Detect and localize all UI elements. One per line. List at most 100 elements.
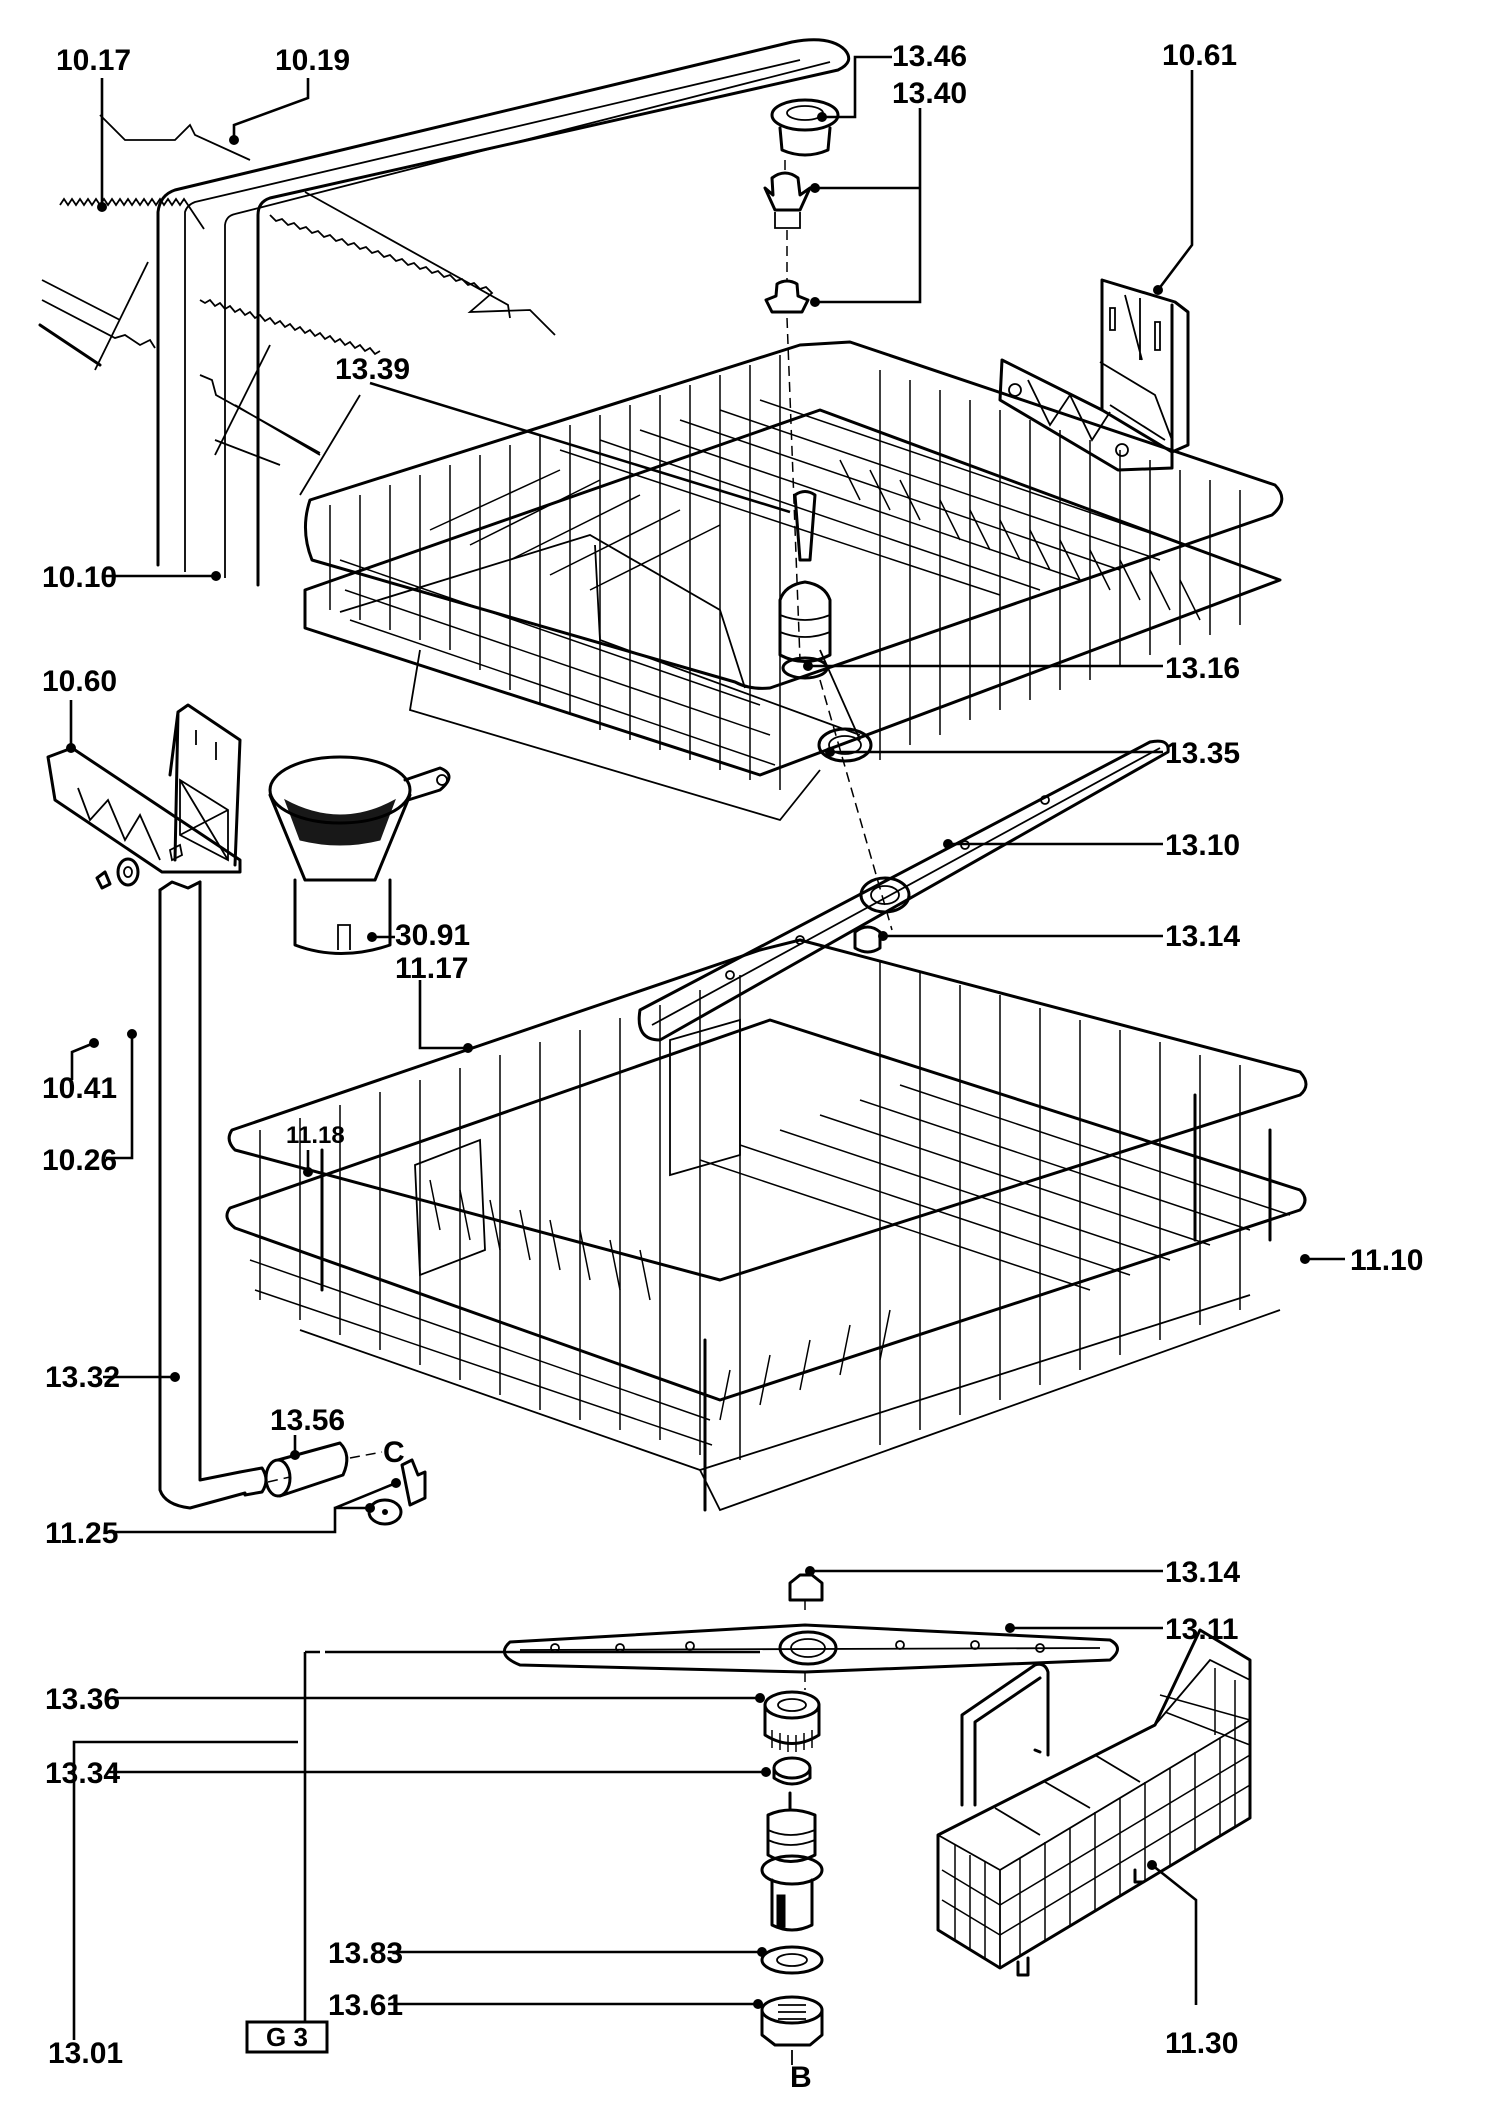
bracket-left-rail [46,746,242,874]
leader-dot-13-36 [755,1693,765,1703]
leader-13-39 [369,381,791,514]
lower-nozzle-3 [685,1641,695,1651]
gasket-top [772,1756,812,1780]
pipe-connector [264,1441,383,1498]
label-13-14-upper: 13.14 [1165,920,1240,953]
label-11-18: 11.18 [286,1122,345,1149]
funnel-notch [337,924,351,950]
rail-10-17-bar [38,323,102,367]
coupling-body [778,580,832,663]
label-10-60: 10.60 [42,665,117,698]
leader-dot-13-35 [825,747,835,757]
spray-nozzle-4 [725,970,735,980]
label-13-16: 13.16 [1165,652,1240,685]
upper-basket-mid-rim [303,408,1282,777]
gasket-body [772,1766,812,1786]
lower-spray-assembly [502,1573,1119,2065]
upper-spray-arm-hub-hole [870,885,900,905]
upper-pipe-inner [184,59,831,578]
salt-funnel [268,755,451,955]
leader-dot-13-14a [878,931,888,941]
upper-rails-group [38,114,556,496]
label-10-10: 10.10 [42,561,117,594]
support-lower-body [770,1878,814,1932]
bracket-left-pin [168,843,184,862]
lower-nozzle-5 [970,1640,980,1650]
upper-connector-stack [763,98,840,661]
label-10-41: 10.41 [42,1072,117,1105]
leader-lines [66,55,1345,2052]
lower-spray-arm-edge [519,1647,1101,1651]
lower-basket-bottom [299,1294,1281,1512]
roller-pin-shape [95,870,112,890]
leader-dot-10-17 [97,202,107,212]
sheet-code-text: G 3 [266,2022,308,2052]
upper-basket-top-rim [304,340,1284,690]
lower-basket-tines [429,1179,891,1421]
funnel-handle-hole [436,774,448,786]
leader-13-01 [72,1650,760,2052]
sheet-code-box [245,2020,329,2054]
cutlery-basket [936,1628,1252,1977]
label-11-25: 11.25 [45,1517,118,1550]
upper-spray-arm-body [637,739,1170,1042]
leader-dot-11-30 [1147,1860,1157,1870]
leader-dot-30-91 [367,932,377,942]
basket-wheel-hub [382,1509,388,1515]
cutlery-basket-outline [936,1628,1252,1970]
lower-basket-verticals [259,960,1241,1460]
lower-pipe-outlet [238,1466,268,1497]
label-30-91: 30.91 [395,919,470,952]
lower-nozzle-4 [895,1640,905,1650]
sealing-washer-hole [776,1953,808,1967]
leader-dot-10-10 [211,571,221,581]
roller-assembly [95,857,140,890]
roller-wheel-shape [116,857,140,887]
ring-nut-knurl [771,1730,813,1752]
seal-13-35-hole [828,735,862,755]
spray-nut-13-14-upper [853,925,882,954]
label-10-17: 10.17 [56,44,131,77]
rail-mid-lower [199,374,361,496]
label-11-30: 11.30 [1165,2027,1238,2060]
axis-line-4 [819,679,893,931]
leader-dot-10-41 [89,1038,99,1048]
label-13-34: 13.34 [45,1757,120,1790]
bracket-right-slots [1109,294,1161,361]
label-13-11: 13.11 [1165,1613,1238,1646]
connection-marker-c: C [383,1436,405,1469]
lower-basket-mid-rim [225,1018,1307,1402]
label-13-83: 13.83 [328,1937,403,1970]
rail-10-17-lower [41,279,156,349]
bracket-right-base [998,358,1174,472]
leader-10-19 [232,78,310,140]
spray-nozzle-2 [1040,795,1050,805]
label-13-01: 13.01 [48,2037,123,2070]
cutlery-basket-dividers [994,1754,1141,1836]
label-13-46: 13.46 [892,40,967,73]
cutlery-basket-feet [1016,1868,1145,1977]
lower-spray-arm-hub [778,1630,838,1666]
upper-supply-pipe [156,38,851,587]
axis-line-3 [786,317,801,661]
leader-10-41 [70,1041,95,1080]
leader-dot-13-34 [761,1767,771,1777]
base-nut-thread [778,2004,806,2020]
leader-dot-10-26 [127,1029,137,1039]
bracket-right-upright [1100,278,1190,454]
cutlery-handle [960,1662,1050,1807]
rail-10-17-cross [94,261,149,371]
leader-dot-13-16 [803,661,813,671]
lower-pipe-outer [158,880,247,1510]
label-13-36: 13.36 [45,1683,120,1716]
leader-dot-10-60 [66,743,76,753]
leader-dot-11-18 [303,1167,313,1177]
ring-nut-top [763,1690,821,1720]
leader-dot-11-17 [463,1043,473,1053]
upper-spray-arm-hub [859,876,911,914]
axis-line-5 [267,1476,291,1483]
connection-marker-b: B [790,2061,812,2094]
leader-dot-10-61 [1153,285,1163,295]
leader-dot-13-40b [810,297,820,307]
